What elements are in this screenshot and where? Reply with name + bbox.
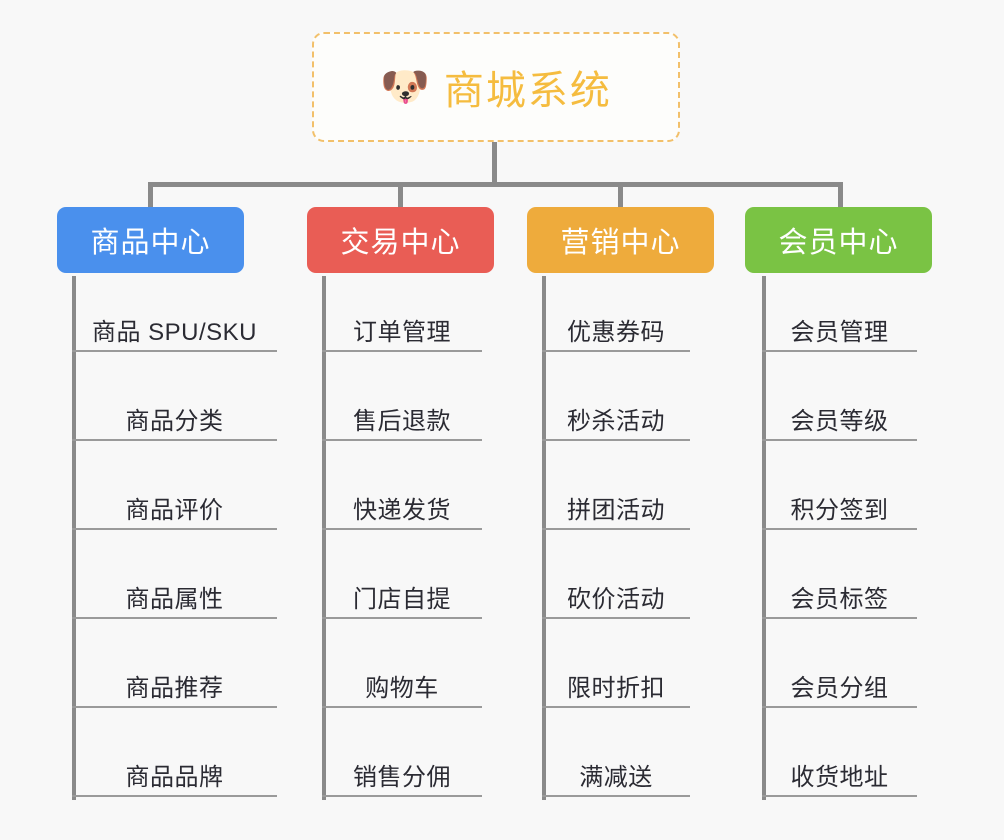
leaf-item-label: 会员标签 bbox=[790, 586, 889, 613]
category-label: 营销中心 bbox=[560, 227, 681, 259]
leaf-item-label: 门店自提 bbox=[353, 586, 451, 613]
leaf-item-label: 会员分组 bbox=[790, 675, 889, 702]
leaf-item-label: 销售分佣 bbox=[353, 764, 451, 791]
leaf-item[interactable]: 拼团活动 bbox=[542, 478, 690, 530]
leaf-item[interactable]: 秒杀活动 bbox=[542, 389, 690, 441]
leaf-item-label: 商品推荐 bbox=[125, 675, 224, 702]
category-box-2[interactable]: 交易中心 bbox=[307, 207, 494, 273]
category-label: 商品中心 bbox=[90, 227, 211, 259]
leaf-item[interactable]: 会员分组 bbox=[762, 656, 917, 708]
leaf-item-label: 商品 SPU/SKU bbox=[91, 319, 258, 346]
leaf-item-label: 购物车 bbox=[365, 675, 439, 702]
root-title: 商城系统 bbox=[443, 69, 612, 113]
leaf-item-label: 限时折扣 bbox=[567, 675, 665, 702]
leaf-item-label: 收货地址 bbox=[790, 764, 889, 791]
leaf-item[interactable]: 会员等级 bbox=[762, 389, 917, 441]
branch-connector-2 bbox=[398, 182, 403, 208]
leaf-item[interactable]: 会员管理 bbox=[762, 300, 917, 352]
dog-face-icon: 🐶 bbox=[380, 65, 430, 109]
leaf-item-label: 商品评价 bbox=[125, 497, 224, 524]
leaf-item-label: 会员等级 bbox=[790, 408, 889, 435]
leaf-item[interactable]: 商品评价 bbox=[72, 478, 277, 530]
category-label: 交易中心 bbox=[340, 227, 461, 259]
leaf-item-label: 商品属性 bbox=[125, 586, 224, 613]
column-spine-2 bbox=[322, 276, 326, 800]
leaf-item[interactable]: 门店自提 bbox=[322, 567, 482, 619]
category-label: 会员中心 bbox=[778, 227, 899, 259]
root-connector-vertical bbox=[492, 142, 497, 184]
leaf-item-label: 拼团活动 bbox=[567, 497, 665, 524]
leaf-item[interactable]: 收货地址 bbox=[762, 745, 917, 797]
leaf-item[interactable]: 限时折扣 bbox=[542, 656, 690, 708]
leaf-item[interactable]: 商品分类 bbox=[72, 389, 277, 441]
leaf-item-label: 砍价活动 bbox=[567, 586, 665, 613]
leaf-item[interactable]: 满减送 bbox=[542, 745, 690, 797]
leaf-item[interactable]: 快递发货 bbox=[322, 478, 482, 530]
leaf-item[interactable]: 商品 SPU/SKU bbox=[72, 300, 277, 352]
branch-connector-4 bbox=[838, 182, 843, 208]
leaf-item-label: 满减送 bbox=[579, 764, 653, 791]
category-box-1[interactable]: 商品中心 bbox=[57, 207, 244, 273]
leaf-item[interactable]: 购物车 bbox=[322, 656, 482, 708]
column-spine-3 bbox=[542, 276, 546, 800]
leaf-item-label: 优惠券码 bbox=[567, 319, 665, 346]
category-box-4[interactable]: 会员中心 bbox=[745, 207, 932, 273]
leaf-item-label: 商品品牌 bbox=[125, 764, 224, 791]
leaf-item[interactable]: 销售分佣 bbox=[322, 745, 482, 797]
leaf-item-label: 会员管理 bbox=[790, 319, 889, 346]
branch-connector-3 bbox=[618, 182, 623, 208]
leaf-item[interactable]: 商品推荐 bbox=[72, 656, 277, 708]
root-connector-horizontal bbox=[148, 182, 839, 187]
root-node[interactable]: 🐶 商城系统 bbox=[312, 32, 680, 142]
column-spine-4 bbox=[762, 276, 766, 800]
leaf-item-label: 订单管理 bbox=[353, 319, 451, 346]
leaf-item[interactable]: 积分签到 bbox=[762, 478, 917, 530]
leaf-item[interactable]: 会员标签 bbox=[762, 567, 917, 619]
leaf-item[interactable]: 砍价活动 bbox=[542, 567, 690, 619]
leaf-item[interactable]: 售后退款 bbox=[322, 389, 482, 441]
leaf-item-label: 积分签到 bbox=[790, 497, 889, 524]
leaf-item[interactable]: 商品品牌 bbox=[72, 745, 277, 797]
column-spine-1 bbox=[72, 276, 76, 800]
leaf-item[interactable]: 优惠券码 bbox=[542, 300, 690, 352]
category-box-3[interactable]: 营销中心 bbox=[527, 207, 714, 273]
leaf-item-label: 快递发货 bbox=[353, 497, 451, 524]
leaf-item[interactable]: 订单管理 bbox=[322, 300, 482, 352]
leaf-item[interactable]: 商品属性 bbox=[72, 567, 277, 619]
leaf-item-label: 秒杀活动 bbox=[567, 408, 665, 435]
leaf-item-label: 售后退款 bbox=[353, 408, 451, 435]
branch-connector-1 bbox=[148, 182, 153, 208]
leaf-item-label: 商品分类 bbox=[125, 408, 224, 435]
